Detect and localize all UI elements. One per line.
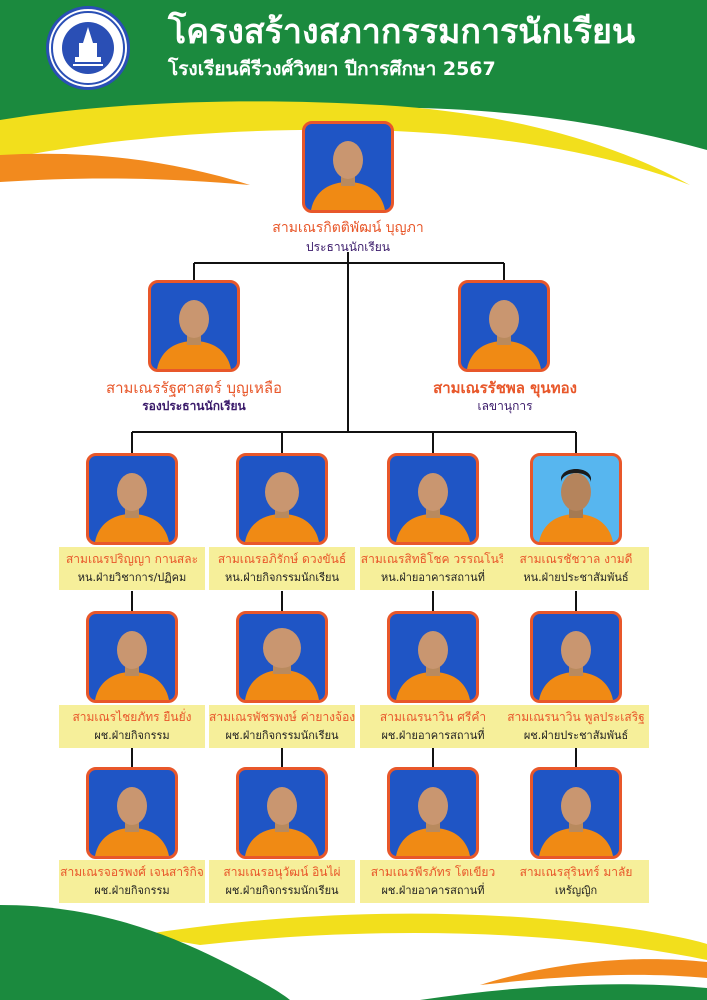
member-name: สามเณรชัชวาล งามดี (519, 552, 633, 566)
monk-portrait-icon (245, 787, 319, 856)
member-name: สามเณรอภิรักษ์ ดวงขันธ์ (217, 552, 347, 566)
secretary-name: สามเณรรัชพล ขุนทอง (433, 379, 577, 397)
assistant-photo (86, 767, 178, 859)
head-photo (236, 453, 328, 545)
president-photo (302, 121, 394, 213)
assistant-photo (387, 767, 479, 859)
member-name: สามเณรสิทธิโชค วรรณโนรี (360, 552, 506, 566)
page-title: โครงสร้างสภากรรมการนักเรียน (168, 12, 636, 52)
monk-portrait-icon (95, 631, 169, 700)
member-card: สามเณรนาวิน ศรีคำ ผช.ฝ่ายอาคารสถานที่ (360, 705, 506, 748)
assistant-photo (530, 767, 622, 859)
page-subtitle: โรงเรียนคีรีวงศ์วิทยา ปีการศึกษา 2567 (168, 58, 496, 80)
monk-portrait-icon (467, 300, 541, 369)
vice-president-role: รองประธานนักเรียน (142, 399, 246, 413)
member-card: สามเณรไชยภัทร ยืนยั่ง ผช.ฝ่ายกิจกรรม (59, 705, 205, 748)
secretary-role: เลขานุการ (477, 399, 533, 413)
monk-portrait-icon (95, 473, 169, 542)
member-name: สามเณรไชยภัทร ยืนยั่ง (72, 710, 192, 724)
member-role: หน.ฝ่ายประชาสัมพันธ์ (523, 571, 629, 584)
member-card: สามเณรอนุวัฒน์ อินไผ่ ผช.ฝ่ายกิจกรรมนักเ… (209, 860, 355, 903)
head-photo (86, 453, 178, 545)
monk-portrait-icon (539, 631, 613, 700)
assistant-photo (236, 611, 328, 703)
member-card: สามเณรชัชวาล งามดี หน.ฝ่ายประชาสัมพันธ์ (503, 547, 649, 590)
member-role: ผช.ฝ่ายกิจกรรม (94, 884, 170, 897)
monk-portrait-icon (245, 472, 319, 542)
monk-portrait-icon (157, 300, 231, 369)
member-role: หน.ฝ่ายอาคารสถานที่ (381, 571, 485, 584)
member-name: สามเณรสุรินทร์ มาลัย (519, 865, 633, 879)
member-name: สามเณรนาวิน ศรีคำ (379, 710, 487, 724)
assistant-photo (236, 767, 328, 859)
member-role: ผช.ฝ่ายกิจกรรมนักเรียน (225, 884, 339, 897)
member-card: สามเณรพัชรพงษ์ ค่ายางจ้อง ผช.ฝ่ายกิจกรรม… (209, 705, 355, 748)
member-name: สามเณรจอรพงศ์ เจนสาริกิจ (60, 865, 204, 879)
member-role: ผช.ฝ่ายอาคารสถานที่ (381, 884, 485, 897)
member-name: สามเณรปริญญา กานสละ (65, 552, 199, 566)
president-name: สามเณรกิตติพัฒน์ บุญภา (272, 220, 424, 236)
secretary-photo (458, 280, 550, 372)
member-role: ผช.ฝ่ายกิจกรรม (94, 729, 170, 742)
monk-portrait-icon (311, 141, 385, 210)
assistant-photo (387, 611, 479, 703)
assistant-photo (530, 611, 622, 703)
assistant-photo (86, 611, 178, 703)
president-role: ประธานนักเรียน (305, 240, 391, 254)
school-seal-icon (51, 11, 125, 85)
member-role: ผช.ฝ่ายกิจกรรมนักเรียน (225, 729, 339, 742)
vice-president-name: สามเณรรัฐศาสตร์ บุญเหลือ (105, 379, 283, 397)
member-role: ผช.ฝ่ายอาคารสถานที่ (381, 729, 485, 742)
school-logo (46, 6, 130, 90)
member-role: เหรัญญิก (554, 884, 598, 897)
member-card: สามเณรนาวิน พูลประเสริฐ ผช.ฝ่ายประชาสัมพ… (503, 705, 649, 748)
member-card: สามเณรปริญญา กานสละ หน.ฝ่ายวิชาการ/ปฏิคม (59, 547, 205, 590)
monk-portrait-icon (396, 787, 470, 856)
monk-portrait-icon (396, 631, 470, 700)
member-card: สามเณรจอรพงศ์ เจนสาริกิจ ผช.ฝ่ายกิจกรรม (59, 860, 205, 903)
member-role: หน.ฝ่ายกิจกรรมนักเรียน (225, 571, 339, 584)
monk-portrait-icon (539, 787, 613, 856)
member-card: สามเณรพีรภัทร โตเขียว ผช.ฝ่ายอาคารสถานที… (360, 860, 506, 903)
member-name: สามเณรนาวิน พูลประเสริฐ (507, 710, 645, 724)
member-role: ผช.ฝ่ายประชาสัมพันธ์ (523, 729, 629, 742)
member-name: สามเณรอนุวัฒน์ อินไผ่ (223, 865, 341, 879)
member-name: สามเณรพีรภัทร โตเขียว (370, 865, 496, 879)
head-photo (530, 453, 622, 545)
monk-portrait-icon (539, 469, 613, 542)
monk-portrait-icon (95, 787, 169, 856)
vice-president-photo (148, 280, 240, 372)
member-card: สามเณรสิทธิโชค วรรณโนรี หน.ฝ่ายอาคารสถาน… (360, 547, 506, 590)
monk-portrait-icon (396, 473, 470, 542)
member-role: หน.ฝ่ายวิชาการ/ปฏิคม (77, 571, 187, 584)
member-name: สามเณรพัชรพงษ์ ค่ายางจ้อง (209, 710, 355, 724)
member-card: สามเณรสุรินทร์ มาลัย เหรัญญิก (503, 860, 649, 903)
monk-portrait-icon (245, 628, 319, 700)
head-photo (387, 453, 479, 545)
member-card: สามเณรอภิรักษ์ ดวงขันธ์ หน.ฝ่ายกิจกรรมนั… (209, 547, 355, 590)
